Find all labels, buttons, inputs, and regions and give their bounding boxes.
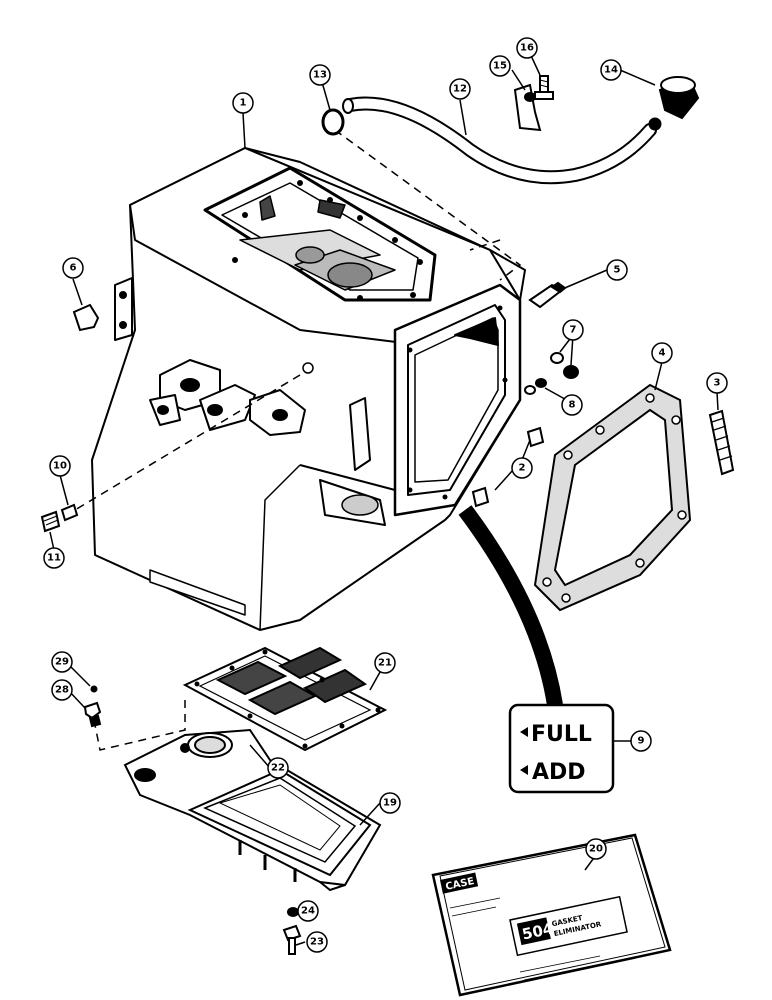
callout-4: 4 (651, 342, 673, 364)
svg-text:2: 2 (519, 463, 526, 474)
svg-text:6: 6 (70, 263, 77, 274)
gasket (533, 383, 692, 612)
svg-text:28: 28 (55, 685, 69, 696)
callout-12: 12 (449, 78, 471, 100)
svg-text:19: 19 (383, 798, 397, 809)
svg-text:4: 4 (659, 348, 666, 359)
decal-line-add: ADD (532, 760, 586, 785)
callout-19: 19 (379, 792, 401, 814)
svg-text:16: 16 (520, 43, 534, 54)
callout-markers: 1 2 3 4 5 6 7 8 9 10 11 12 13 14 15 16 1… (43, 37, 728, 953)
stud (708, 409, 735, 476)
callout-29: 29 (51, 651, 73, 673)
svg-text:3: 3 (714, 378, 721, 389)
callout-13: 13 (309, 64, 331, 86)
cover-nut-washer (524, 352, 579, 395)
svg-text:12: 12 (453, 84, 467, 95)
breather-cap (658, 76, 700, 120)
svg-text:1: 1 (240, 98, 247, 109)
svg-text:24: 24 (301, 906, 315, 917)
svg-text:20: 20 (589, 844, 603, 855)
callout-16: 16 (516, 37, 538, 59)
svg-text:21: 21 (378, 658, 392, 669)
svg-text:22: 22 (271, 763, 285, 774)
pin-and-plug (40, 503, 79, 533)
callout-11: 11 (43, 547, 65, 569)
decal-line-full: FULL (531, 722, 592, 747)
svg-text:29: 29 (55, 657, 69, 668)
callout-21: 21 (374, 652, 396, 674)
svg-text:9: 9 (638, 736, 645, 747)
transmission-housing (91, 147, 526, 631)
callout-23: 23 (306, 931, 328, 953)
callout-22: 22 (267, 757, 289, 779)
svg-text:14: 14 (604, 65, 618, 76)
callout-8: 8 (561, 394, 583, 416)
svg-text:10: 10 (53, 461, 67, 472)
svg-text:8: 8 (569, 400, 576, 411)
callout-15: 15 (489, 55, 511, 77)
guide-lines (74, 129, 522, 751)
seal-ring (321, 108, 345, 136)
svg-text:15: 15 (493, 61, 507, 72)
callout-10: 10 (49, 455, 71, 477)
callout-9: 9 (630, 730, 652, 752)
grease-fitting (83, 685, 102, 728)
svg-text:13: 13 (313, 70, 327, 81)
callout-1: 1 (232, 92, 254, 114)
plug (72, 303, 100, 332)
breather-pipe (342, 96, 662, 185)
svg-text:23: 23 (310, 937, 324, 948)
cover-plate (182, 646, 388, 752)
dipstick (528, 281, 567, 309)
oil-level-decal: FULL ADD (508, 703, 632, 794)
sealant-package: CASE 504 GASKET ELIMINATOR (431, 833, 672, 997)
callout-2: 2 (511, 457, 533, 479)
svg-text:11: 11 (47, 553, 61, 564)
svg-text:7: 7 (570, 325, 577, 336)
callout-6: 6 (62, 257, 84, 279)
lower-cover (123, 728, 382, 892)
callout-3: 3 (706, 372, 728, 394)
clip-screw (534, 75, 554, 100)
callout-14: 14 (600, 59, 622, 81)
callout-24: 24 (297, 900, 319, 922)
callout-28: 28 (51, 679, 73, 701)
cover-bolt (282, 907, 302, 955)
callout-20: 20 (585, 838, 607, 860)
decal-pointer (458, 505, 563, 707)
svg-text:5: 5 (614, 265, 621, 276)
pipe-clip (513, 83, 542, 132)
callout-7: 7 (562, 319, 584, 341)
callout-5: 5 (606, 259, 628, 281)
